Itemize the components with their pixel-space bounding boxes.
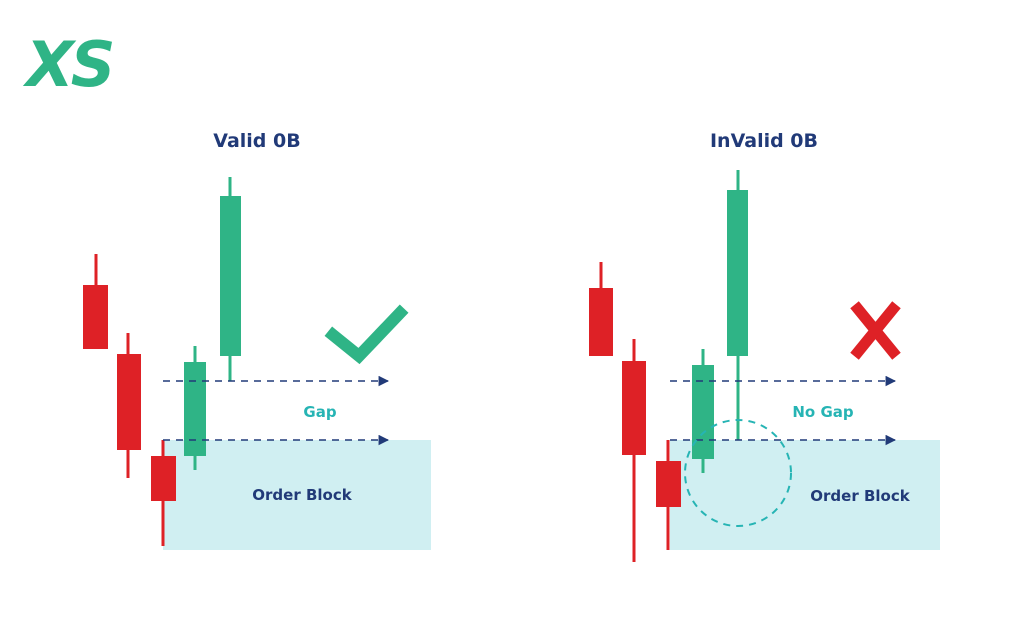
- panel-title-invalid: InValid 0B: [710, 130, 818, 152]
- check-icon: [324, 304, 409, 365]
- candle-bearish-1: [589, 262, 613, 356]
- order-block-zone: [670, 440, 940, 550]
- order-block-label: Order Block: [810, 487, 910, 505]
- gap-label: Gap: [303, 403, 336, 421]
- candle-bearish-2: [117, 333, 141, 478]
- candle-bearish-3: [656, 440, 681, 550]
- xs-logo: XS: [22, 28, 113, 101]
- panel-invalid: InValid 0B No Gap Order Block: [589, 130, 940, 562]
- no-gap-circle: [684, 419, 792, 527]
- order-block-label: Order Block: [252, 486, 352, 504]
- candle-bearish-2: [622, 339, 646, 562]
- cross-icon: [850, 301, 901, 360]
- panel-title-valid: Valid 0B: [213, 130, 300, 152]
- candle-bullish-1: [184, 346, 206, 470]
- order-block-zone: [163, 440, 431, 550]
- no-gap-label: No Gap: [792, 403, 854, 421]
- candle-bullish-1: [692, 349, 714, 473]
- candle-bullish-2: [220, 177, 241, 381]
- candle-bullish-2: [727, 170, 748, 440]
- candle-bearish-1: [83, 254, 108, 349]
- panel-valid: Valid 0B Gap Order Block: [83, 130, 431, 550]
- candle-bearish-3: [151, 440, 176, 546]
